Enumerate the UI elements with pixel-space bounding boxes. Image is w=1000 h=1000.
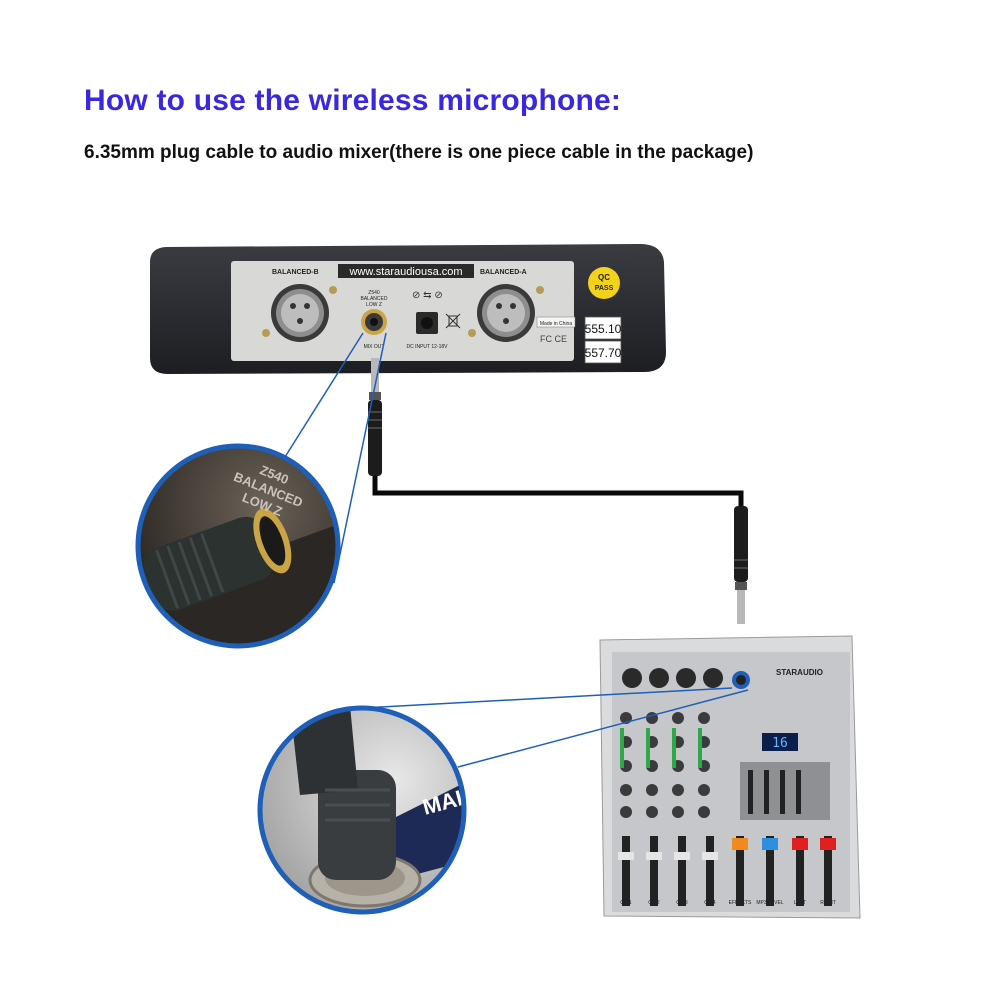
mixer-display-value: 16 bbox=[772, 736, 788, 751]
dc-input-port bbox=[416, 312, 438, 334]
svg-text:⊘ ⇆ ⊘: ⊘ ⇆ ⊘ bbox=[412, 290, 443, 301]
xlr-connector-b bbox=[262, 284, 337, 342]
made-in-label: Made in China bbox=[540, 321, 572, 327]
jack-label-1: Z540 bbox=[368, 290, 380, 296]
svg-text:EFFECTS: EFFECTS bbox=[729, 900, 752, 906]
frequency-label-1: 555.10 bbox=[585, 322, 622, 336]
receiver-unit: BALANCED-B www.staraudiousa.com BALANCED… bbox=[150, 244, 666, 374]
mix-out-label: MIX OUT bbox=[364, 344, 385, 350]
jack-label-2: BALANCED bbox=[361, 296, 388, 302]
callout-lines bbox=[284, 332, 749, 768]
svg-text:LEFT: LEFT bbox=[794, 900, 806, 906]
fcc-mark: FC CE bbox=[540, 334, 567, 344]
dc-input-label: DC INPUT 12-18V bbox=[406, 344, 448, 350]
bin-icon bbox=[445, 313, 461, 329]
svg-text:RIGHT: RIGHT bbox=[820, 900, 836, 906]
mixer-brand: STARAUDIO bbox=[776, 668, 823, 677]
jack-label-3: LOW Z bbox=[366, 302, 382, 308]
mixer-green-leds bbox=[620, 728, 702, 768]
receiver-website: www.staraudiousa.com bbox=[348, 266, 462, 278]
svg-text:PASS: PASS bbox=[595, 285, 614, 292]
frequency-label-2: 557.70 bbox=[585, 346, 622, 360]
mixer-faders[interactable] bbox=[618, 836, 836, 906]
svg-text:CH 3: CH 3 bbox=[676, 900, 688, 906]
zoom-mixer-jack: MAIN bbox=[257, 705, 467, 915]
xlr-connector-a bbox=[468, 284, 544, 342]
svg-text:CH 2: CH 2 bbox=[648, 900, 660, 906]
svg-text:QC: QC bbox=[598, 273, 610, 282]
antenna-icons: ⊘ ⇆ ⊘ bbox=[412, 290, 443, 301]
svg-text:MP3 LEVEL: MP3 LEVEL bbox=[756, 900, 783, 906]
mixer-main-out-jack[interactable] bbox=[732, 671, 750, 689]
audio-mixer: STARAUDIO 16 bbox=[599, 635, 861, 919]
page-title: How to use the wireless microphone: bbox=[84, 84, 622, 117]
mixer-mic-inputs bbox=[622, 668, 723, 688]
svg-text:CH 4: CH 4 bbox=[704, 900, 716, 906]
page-subtitle: 6.35mm plug cable to audio mixer(there i… bbox=[84, 142, 754, 163]
mixer-channel-labels: CH 1 CH 2 CH 3 CH 4 EFFECTS MP3 LEVEL LE… bbox=[620, 900, 835, 906]
svg-text:CH 1: CH 1 bbox=[620, 900, 632, 906]
mix-out-jack[interactable] bbox=[361, 309, 387, 335]
label-balanced-a: BALANCED-A bbox=[480, 269, 527, 276]
zoom-receiver-jack: Z540 BALANCED LOW Z bbox=[135, 443, 341, 649]
mixer-display bbox=[762, 733, 798, 751]
label-balanced-b: BALANCED-B bbox=[272, 269, 319, 276]
audio-cable bbox=[368, 358, 748, 624]
qc-pass-badge: QC PASS bbox=[588, 267, 620, 299]
